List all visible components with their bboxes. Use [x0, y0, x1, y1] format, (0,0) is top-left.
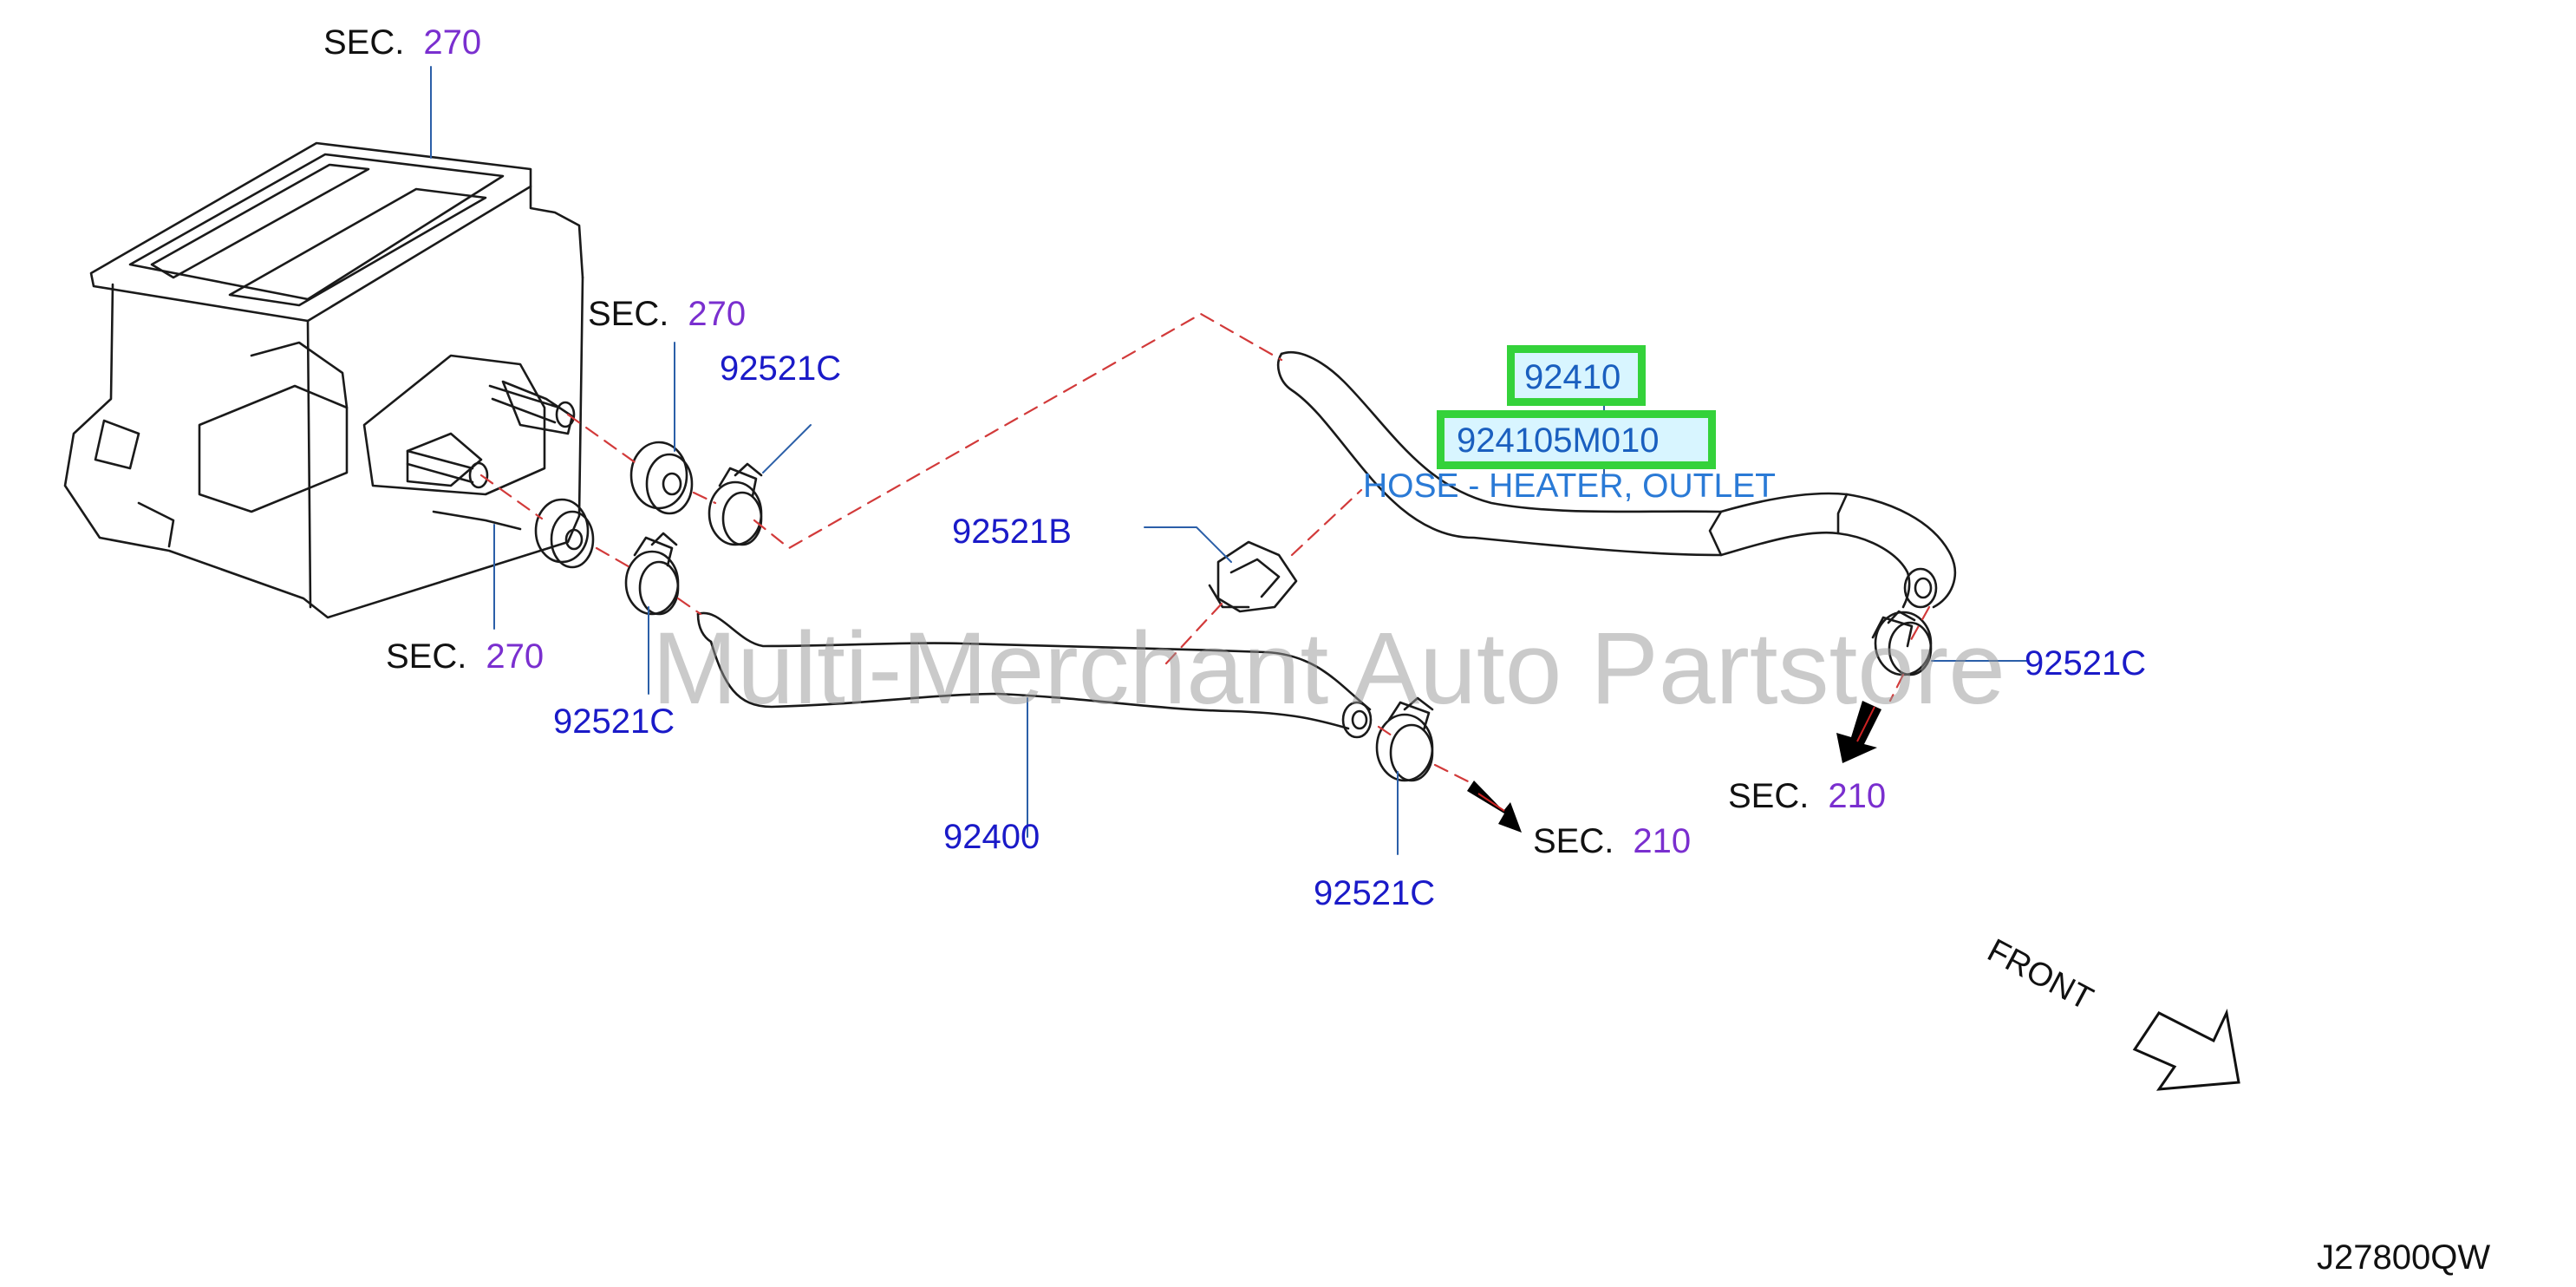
part-label-92521c-right[interactable]: 92521C: [2025, 644, 2147, 683]
front-arrow-icon: [2132, 1009, 2240, 1091]
part-label-92521b[interactable]: 92521B: [952, 513, 1072, 551]
highlight-box-924105m010: [1437, 410, 1716, 469]
part-label-92521c-upper[interactable]: 92521C: [720, 350, 842, 388]
watermark: Multi-Merchant Auto Partstore: [652, 611, 2005, 726]
part-number-924105m010[interactable]: 924105M010: [1457, 421, 1660, 460]
part-description: HOSE - HEATER, OUTLET: [1363, 467, 1776, 505]
clamp-upper: [708, 462, 763, 546]
part-label-92521c-bottom[interactable]: 92521C: [1314, 874, 1436, 912]
heater-unit: [63, 141, 584, 619]
sec-label-lower[interactable]: SEC.270: [386, 637, 545, 676]
clamp-92400-end: [1375, 696, 1434, 782]
hose-92400: [696, 611, 1373, 739]
sec-label-middle[interactable]: SEC.270: [588, 295, 747, 333]
part-label-92400[interactable]: 92400: [943, 818, 1040, 856]
part-label-92521c-lower[interactable]: 92521C: [553, 702, 675, 741]
arrow-sec-210-lower: [1467, 781, 1522, 833]
clamp-lower: [624, 532, 680, 616]
hose-92410: [1277, 351, 1956, 609]
diagram-code: J27800QW: [2317, 1238, 2491, 1277]
grommet-upper: [629, 441, 694, 515]
sec-label-210-bottom[interactable]: SEC.210: [1533, 822, 1692, 860]
grommet-lower: [534, 498, 595, 569]
sec-label-top[interactable]: SEC.270: [323, 23, 482, 62]
clip-92521b: [1208, 540, 1298, 613]
highlight-box-92410: [1507, 345, 1646, 406]
part-label-92410[interactable]: 92410: [1524, 358, 1621, 396]
sec-label-210-right[interactable]: SEC.210: [1728, 777, 1887, 815]
